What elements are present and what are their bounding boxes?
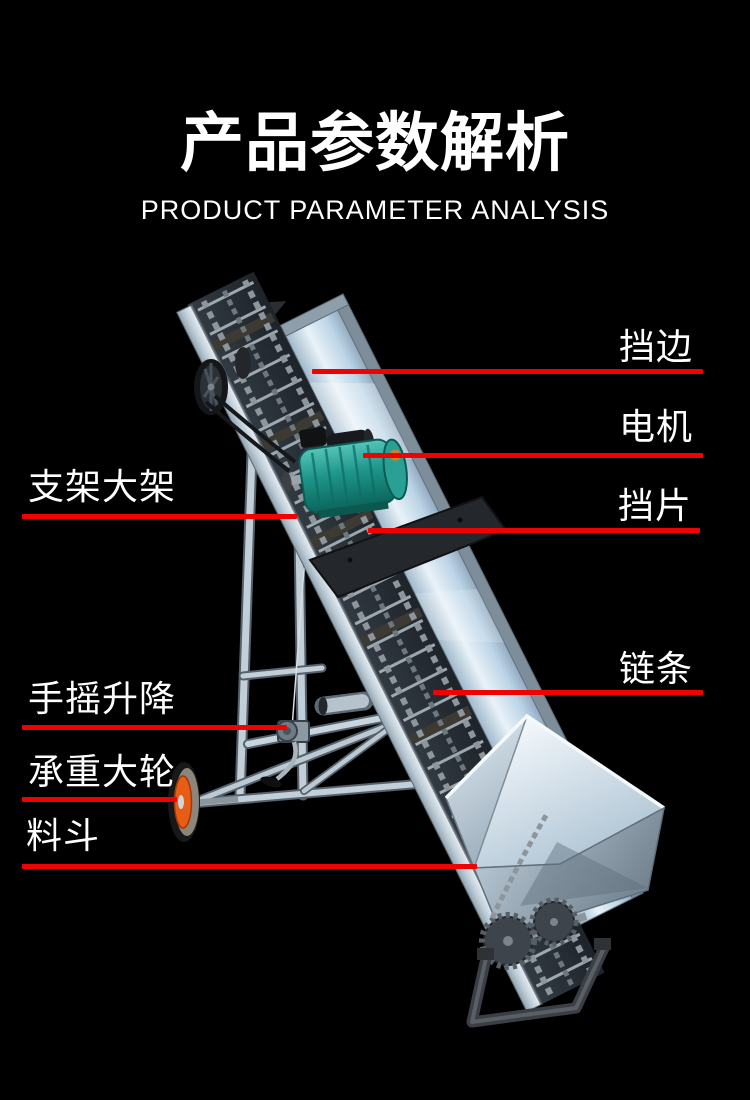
page-title: 产品参数解析 xyxy=(180,107,570,179)
page-subtitle: PRODUCT PARAMETER ANALYSIS xyxy=(140,195,610,225)
callout-support-frame-line xyxy=(22,514,297,519)
callout-chain-line xyxy=(433,690,703,695)
callout-hopper-label: 料斗 xyxy=(26,815,101,856)
callout-side-guard-line xyxy=(312,369,703,374)
callout-baffle-line xyxy=(368,528,700,533)
tail-sprockets xyxy=(478,810,588,970)
callout-hopper-line xyxy=(22,864,477,869)
callout-hand-crank-lift-line xyxy=(22,725,287,730)
load-wheel xyxy=(168,762,239,842)
callout-support-frame-label: 支架大架 xyxy=(28,466,177,507)
callout-load-wheel-line xyxy=(22,797,177,802)
foot-stand xyxy=(466,938,611,1028)
callout-motor-line xyxy=(363,453,703,458)
callout-chain-label: 链条 xyxy=(618,648,693,689)
callout-side-guard-label: 挡边 xyxy=(618,326,693,367)
head-flywheel xyxy=(194,347,297,473)
hopper xyxy=(444,713,666,937)
callout-motor-label: 电机 xyxy=(618,406,693,447)
callout-hand-crank-lift-label: 手摇升降 xyxy=(28,678,177,719)
callout-baffle-label: 挡片 xyxy=(617,485,692,526)
motor xyxy=(282,427,508,599)
callout-load-wheel-label: 承重大轮 xyxy=(28,751,177,792)
